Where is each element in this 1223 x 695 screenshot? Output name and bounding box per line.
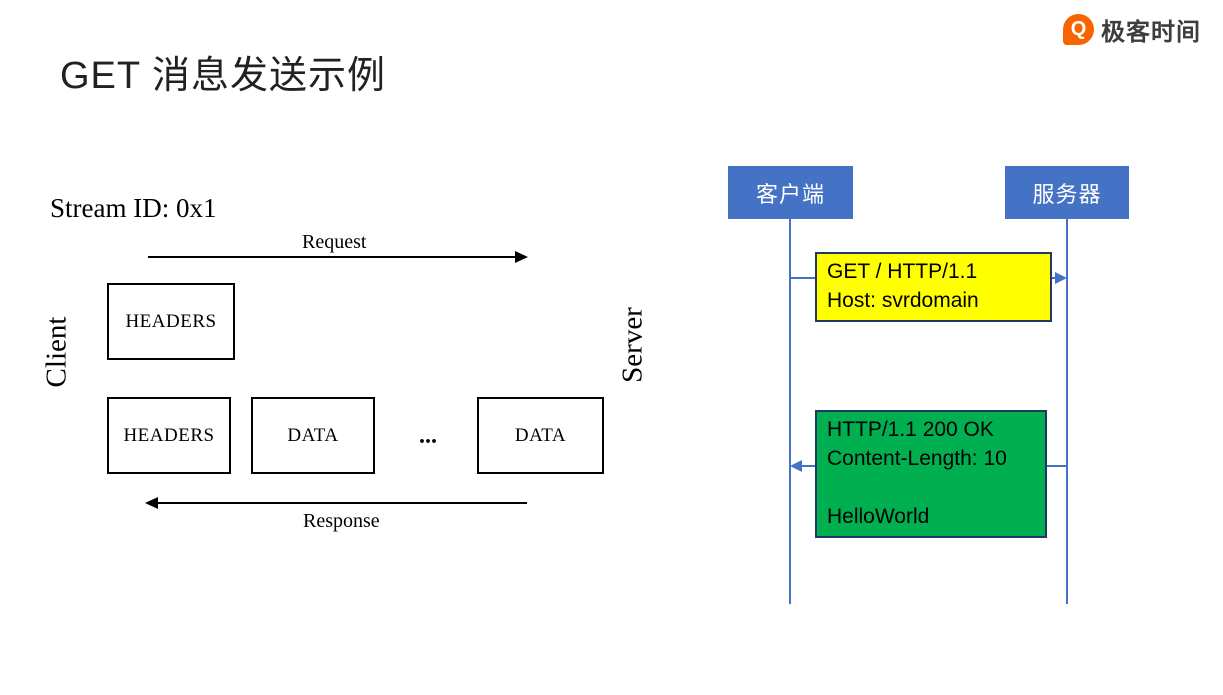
page-title: GET 消息发送示例	[60, 55, 386, 97]
seq-response-arrow-head	[790, 460, 802, 472]
client-actor-box: 客户端	[728, 166, 853, 219]
response-arrow-head	[145, 497, 158, 509]
response-line-4: HelloWorld	[827, 505, 930, 528]
request-message-box: GET / HTTP/1.1 Host: svrdomain	[815, 252, 1052, 322]
response-line-3	[827, 473, 1035, 502]
response-message-box: HTTP/1.1 200 OK Content-Length: 10 Hello…	[815, 410, 1047, 538]
brand-logo: Q 极客时间	[1063, 12, 1201, 47]
response-arrow-line	[152, 502, 527, 504]
client-lifeline	[789, 219, 791, 604]
request-line-2: Host: svrdomain	[827, 289, 979, 312]
request-line-1: GET / HTTP/1.1	[827, 260, 978, 283]
server-label: Server	[616, 307, 649, 383]
headers-frame-1: HEADERS	[107, 283, 235, 360]
request-label: Request	[302, 231, 367, 253]
server-lifeline	[1066, 219, 1068, 604]
ellipsis-label: ...	[419, 423, 437, 449]
response-line-2: Content-Length: 10	[827, 447, 1007, 470]
seq-request-arrow-head	[1055, 272, 1067, 284]
geektime-logo-icon: Q	[1063, 14, 1094, 45]
response-line-1: HTTP/1.1 200 OK	[827, 418, 994, 441]
response-label: Response	[303, 510, 380, 532]
data-frame-2: DATA	[477, 397, 604, 474]
stream-id-label: Stream ID: 0x1	[50, 193, 217, 223]
request-arrow-line	[148, 256, 521, 258]
server-actor-box: 服务器	[1005, 166, 1129, 219]
data-frame-1: DATA	[251, 397, 375, 474]
brand-name: 极客时间	[1101, 19, 1201, 46]
client-label: Client	[40, 316, 73, 388]
headers-frame-2: HEADERS	[107, 397, 231, 474]
request-arrow-head	[515, 251, 528, 263]
